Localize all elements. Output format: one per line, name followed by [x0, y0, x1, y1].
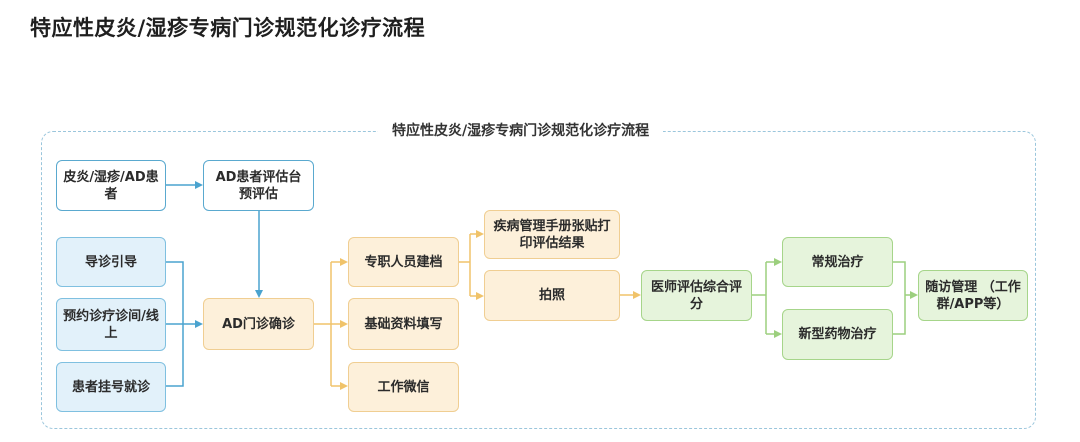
node-routine: 常规治疗: [782, 237, 893, 287]
page-title: 特应性皮炎/湿疹专病门诊规范化诊疗流程: [30, 16, 426, 40]
node-doctor: 医师评估综合评分: [641, 270, 752, 321]
node-photo: 拍照: [484, 270, 620, 321]
node-appointment: 预约诊疗诊间/线上: [56, 298, 166, 351]
node-wechat: 工作微信: [348, 362, 459, 412]
node-followup: 随访管理 （工作群/APP等）: [918, 270, 1028, 321]
node-basicinfo: 基础资料填写: [348, 298, 459, 350]
node-register: 患者挂号就诊: [56, 362, 166, 412]
node-confirm: AD门诊确诊: [203, 298, 314, 350]
node-newdrug: 新型药物治疗: [782, 309, 893, 360]
bracket-left-sources: [166, 261, 184, 387]
flowchart-frame-title: 特应性皮炎/湿疹专病门诊规范化诊疗流程: [378, 121, 664, 141]
node-preassess: AD患者评估台预评估: [203, 160, 314, 211]
bracket-followup: [893, 261, 906, 335]
node-record: 专职人员建档: [348, 237, 459, 287]
node-manual: 疾病管理手册张贴打印评估结果: [484, 210, 620, 259]
node-guide: 导诊引导: [56, 237, 166, 287]
node-patient: 皮炎/湿疹/AD患者: [56, 160, 166, 211]
